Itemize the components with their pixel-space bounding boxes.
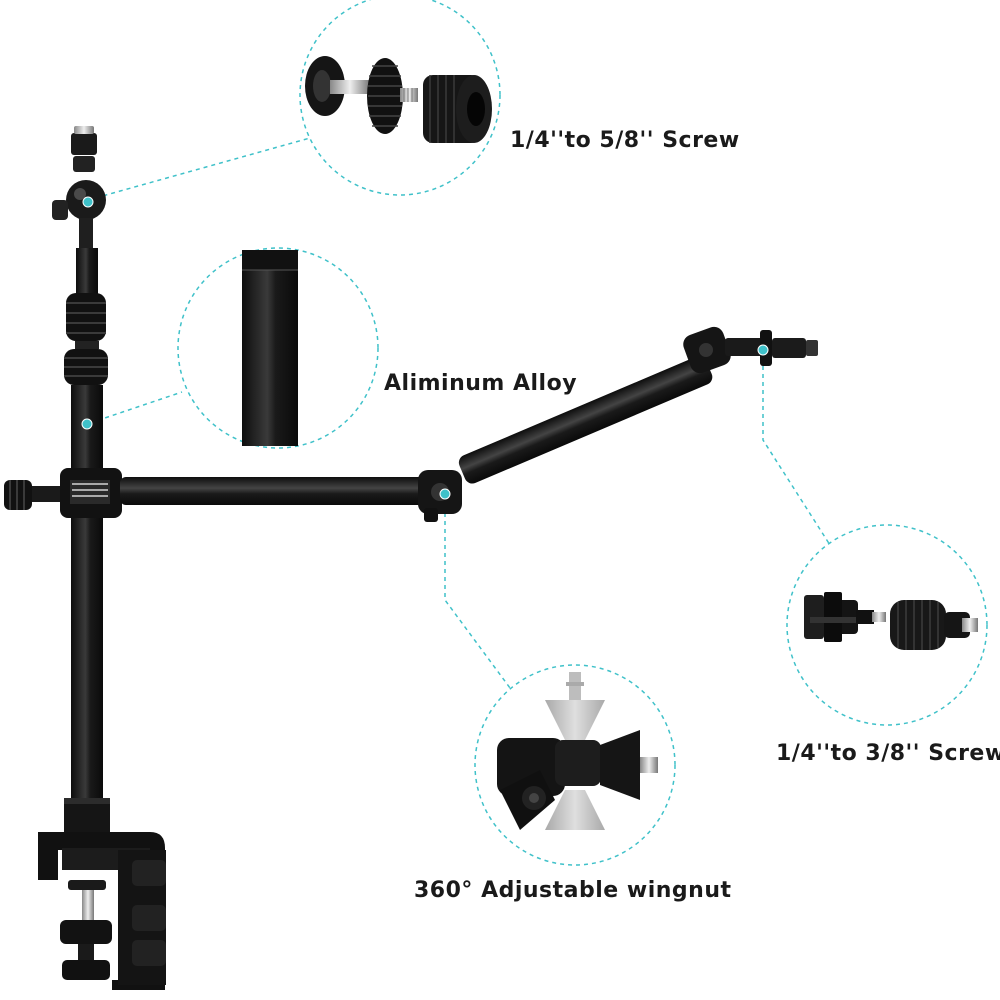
callout-circle-alloy xyxy=(177,247,379,449)
wingnut-joint-icon xyxy=(497,672,658,830)
callout-dots xyxy=(81,196,769,500)
hot-shoe-adapter-icon xyxy=(804,592,978,650)
screw-adapter-icon xyxy=(305,56,492,143)
cross-clamp xyxy=(4,468,122,518)
label-wingnut: 360° Adjustable wingnut xyxy=(414,878,732,903)
callout-circle-wingnut xyxy=(474,664,676,866)
callout-lines xyxy=(87,0,988,866)
desk-clamp xyxy=(38,832,166,990)
angled-arm xyxy=(458,356,713,484)
label-screw-top: 1/4''to 5/8'' Screw xyxy=(510,128,740,153)
alloy-tube-icon xyxy=(242,250,298,446)
label-alloy: Aliminum Alloy xyxy=(384,371,578,396)
horizontal-arm xyxy=(120,477,430,505)
callout-circle-top xyxy=(299,0,501,196)
label-screw-right: 1/4''to 3/8'' Screw xyxy=(776,741,1000,766)
end-joint xyxy=(683,326,818,374)
callout-circle-right xyxy=(786,524,988,726)
